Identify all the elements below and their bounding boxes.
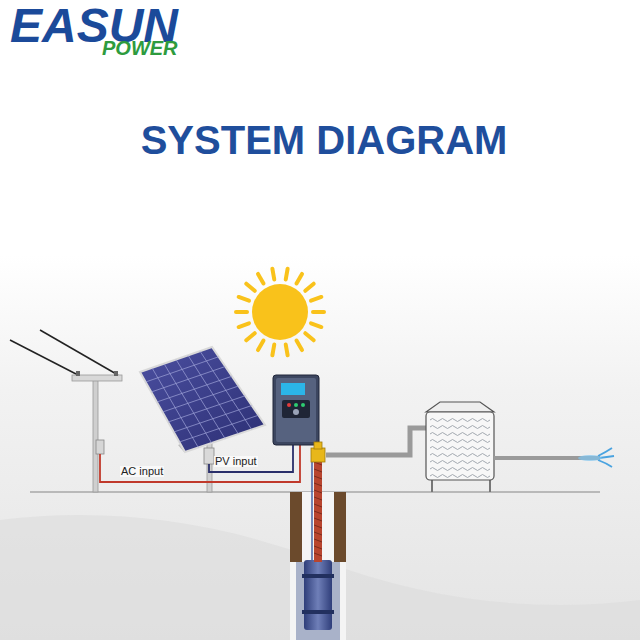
borehole-well <box>290 458 346 640</box>
submersible-pump <box>304 560 332 630</box>
wire-label: AC input <box>120 466 164 477</box>
pv-wire <box>209 445 293 472</box>
water-tank <box>426 402 614 492</box>
hill-shade <box>0 515 640 640</box>
title: SYSTEM DIAGRAM <box>4 118 640 163</box>
ac-wire <box>100 445 300 482</box>
logo-subtext: POWER <box>102 38 178 58</box>
utility-pole <box>10 330 122 492</box>
background <box>0 255 640 640</box>
pump-inverter <box>273 375 319 445</box>
sun <box>236 269 324 356</box>
water-pipe <box>311 428 432 462</box>
riser-pipe <box>314 458 322 562</box>
wire-label: PV input <box>214 456 258 467</box>
